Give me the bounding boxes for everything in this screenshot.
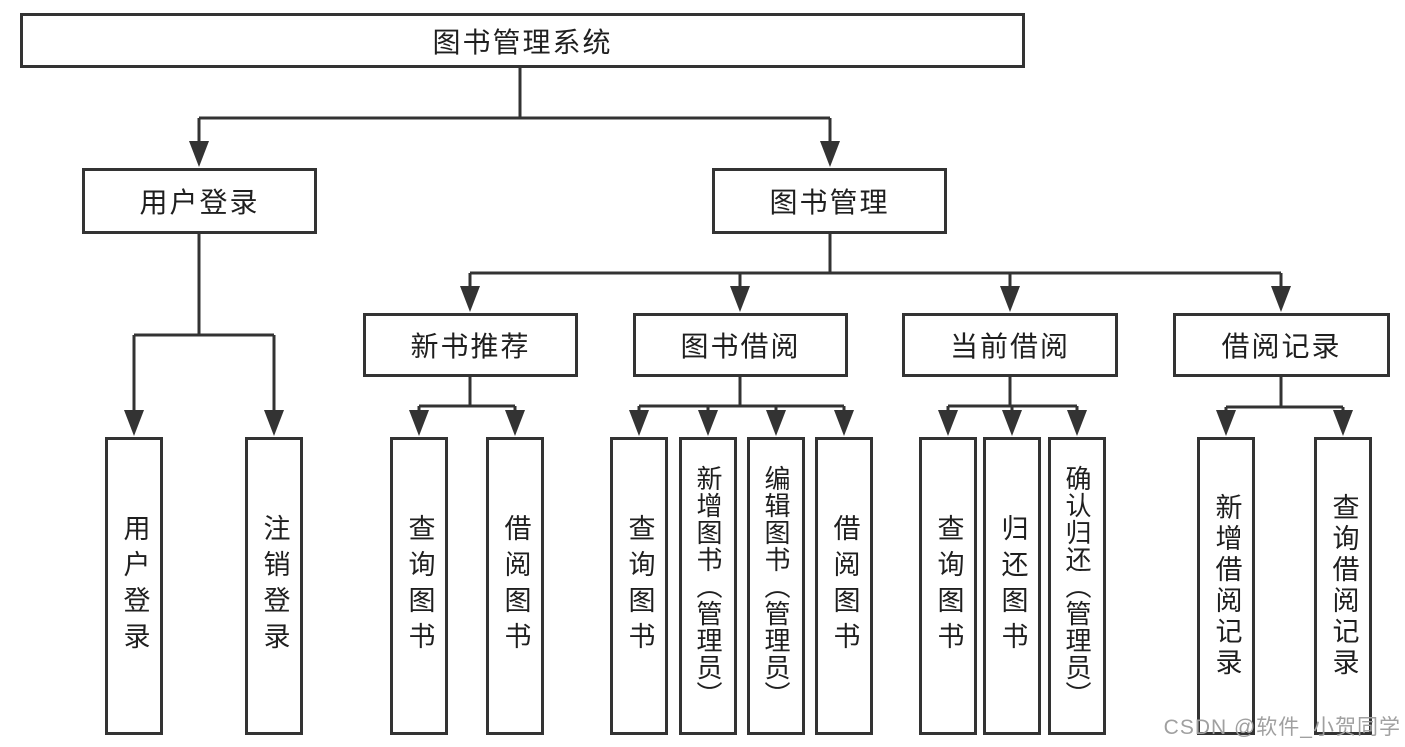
node-root-label: 图书管理系统	[432, 26, 613, 58]
node-root: 图书管理系统	[20, 13, 1025, 68]
node-current-borrowing-label: 当前借阅	[949, 331, 1070, 362]
leaf-cb-return-books: 归还图书	[983, 437, 1041, 735]
node-book-management: 图书管理	[712, 168, 947, 234]
leaf-cb-confirm-return-admin: 确认归还（管理员）	[1048, 437, 1106, 735]
leaf-bb-edit-books-admin-label: 编辑图书（管理员）	[761, 464, 791, 708]
node-book-borrowing: 图书借阅	[633, 313, 848, 377]
leaf-br-query-record-label: 查询借阅记录	[1328, 493, 1359, 679]
leaf-bb-add-books-admin: 新增图书（管理员）	[679, 437, 737, 735]
leaf-nb-borrow-books-label: 借阅图书	[500, 514, 531, 658]
leaf-user-login-label: 用户登录	[119, 514, 150, 658]
node-user-login-label: 用户登录	[139, 187, 260, 218]
leaf-logout: 注销登录	[245, 437, 303, 735]
leaf-cb-confirm-return-admin-label: 确认归还（管理员）	[1062, 464, 1092, 708]
leaf-cb-query-books-label: 查询图书	[933, 514, 964, 658]
leaf-br-query-record: 查询借阅记录	[1314, 437, 1372, 735]
node-borrowing-records: 借阅记录	[1173, 313, 1390, 377]
leaf-nb-query-books: 查询图书	[390, 437, 448, 735]
leaf-bb-borrow-books-label: 借阅图书	[829, 514, 860, 658]
leaf-br-add-record: 新增借阅记录	[1197, 437, 1255, 735]
node-borrowing-records-label: 借阅记录	[1221, 331, 1342, 362]
leaf-bb-borrow-books: 借阅图书	[815, 437, 873, 735]
leaf-user-login: 用户登录	[105, 437, 163, 735]
leaf-br-add-record-label: 新增借阅记录	[1211, 493, 1242, 679]
leaf-bb-add-books-admin-label: 新增图书（管理员）	[693, 464, 723, 708]
tree-edges	[132, 68, 1345, 412]
node-current-borrowing: 当前借阅	[902, 313, 1118, 377]
leaf-cb-query-books: 查询图书	[919, 437, 977, 735]
watermark: CSDN @软件_小贺同学	[1163, 716, 1401, 739]
node-new-book-recommend: 新书推荐	[363, 313, 578, 377]
leaf-nb-query-books-label: 查询图书	[404, 514, 435, 658]
arrowheads	[124, 141, 1353, 436]
node-book-management-label: 图书管理	[769, 187, 890, 218]
node-book-borrowing-label: 图书借阅	[680, 331, 801, 362]
node-new-book-recommend-label: 新书推荐	[410, 331, 531, 362]
leaf-logout-label: 注销登录	[259, 514, 290, 658]
leaf-bb-query-books: 查询图书	[610, 437, 668, 735]
leaf-bb-edit-books-admin: 编辑图书（管理员）	[747, 437, 805, 735]
leaf-cb-return-books-label: 归还图书	[997, 514, 1028, 658]
leaf-bb-query-books-label: 查询图书	[624, 514, 655, 658]
leaf-nb-borrow-books: 借阅图书	[486, 437, 544, 735]
node-user-login: 用户登录	[82, 168, 317, 234]
